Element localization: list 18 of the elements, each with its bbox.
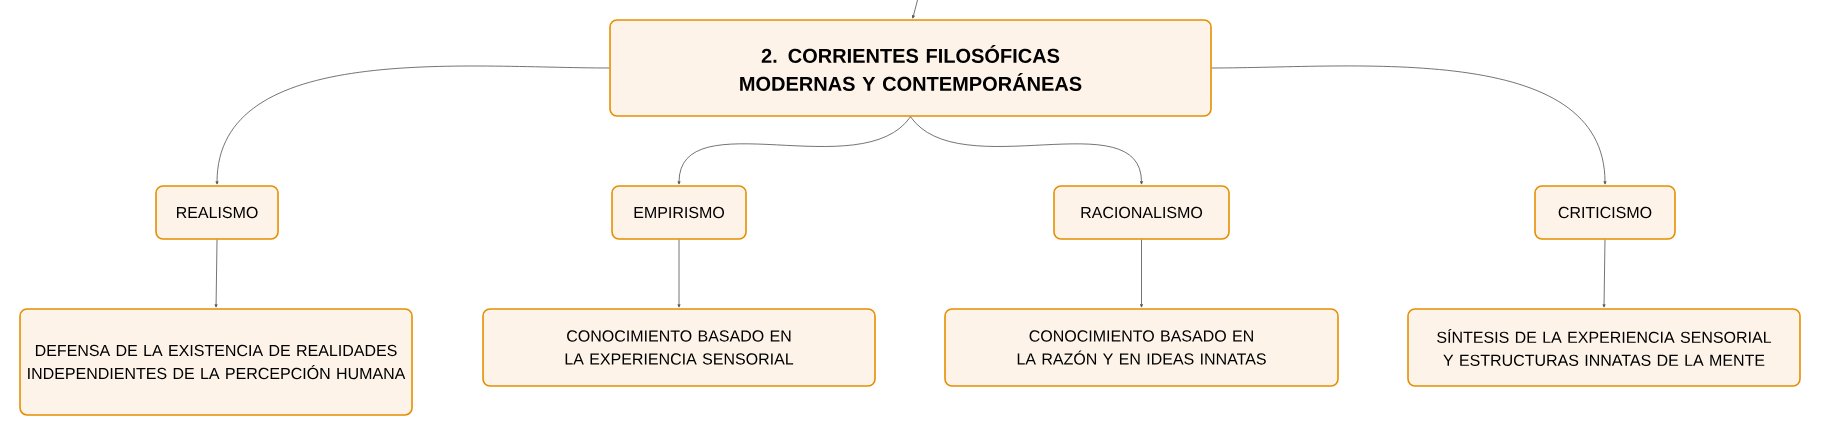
description-box: SÍNTESIS DE LA EXPERIENCIA SENSORIAL Y ESTRUCTURAS INNATAS DE LA MENTE xyxy=(1407,308,1801,387)
arrow xyxy=(677,239,681,308)
topic-box: CRITICISMO xyxy=(1534,185,1676,240)
topic-box: RACIONALISMO xyxy=(1053,185,1230,240)
arrow xyxy=(1602,239,1606,308)
topic-box: EMPIRISMO xyxy=(611,185,747,240)
arrow xyxy=(1140,239,1143,308)
arrow xyxy=(912,0,918,19)
arrow xyxy=(677,116,911,185)
arrow xyxy=(215,65,610,185)
description-box: DEFENSA DE LA EXISTENCIA DE REALIDADES INDEPENDIENTES DE LA PERCEPCIÓN HUMANA xyxy=(19,308,413,416)
title-box: 2. CORRIENTES FILOSÓFICAS MODERNAS Y CONTEMPORÁNEAS xyxy=(609,19,1212,117)
topic-box: REALISMO xyxy=(155,185,279,240)
description-box: CONOCIMIENTO BASADO EN LA EXPERIENCIA SENSORIAL xyxy=(482,308,876,387)
arrow xyxy=(1211,65,1607,185)
arrow xyxy=(910,116,1143,185)
arrow xyxy=(214,239,218,308)
description-box: CONOCIMIENTO BASADO EN LA RAZÓN Y EN IDEAS INNATAS xyxy=(944,308,1339,387)
